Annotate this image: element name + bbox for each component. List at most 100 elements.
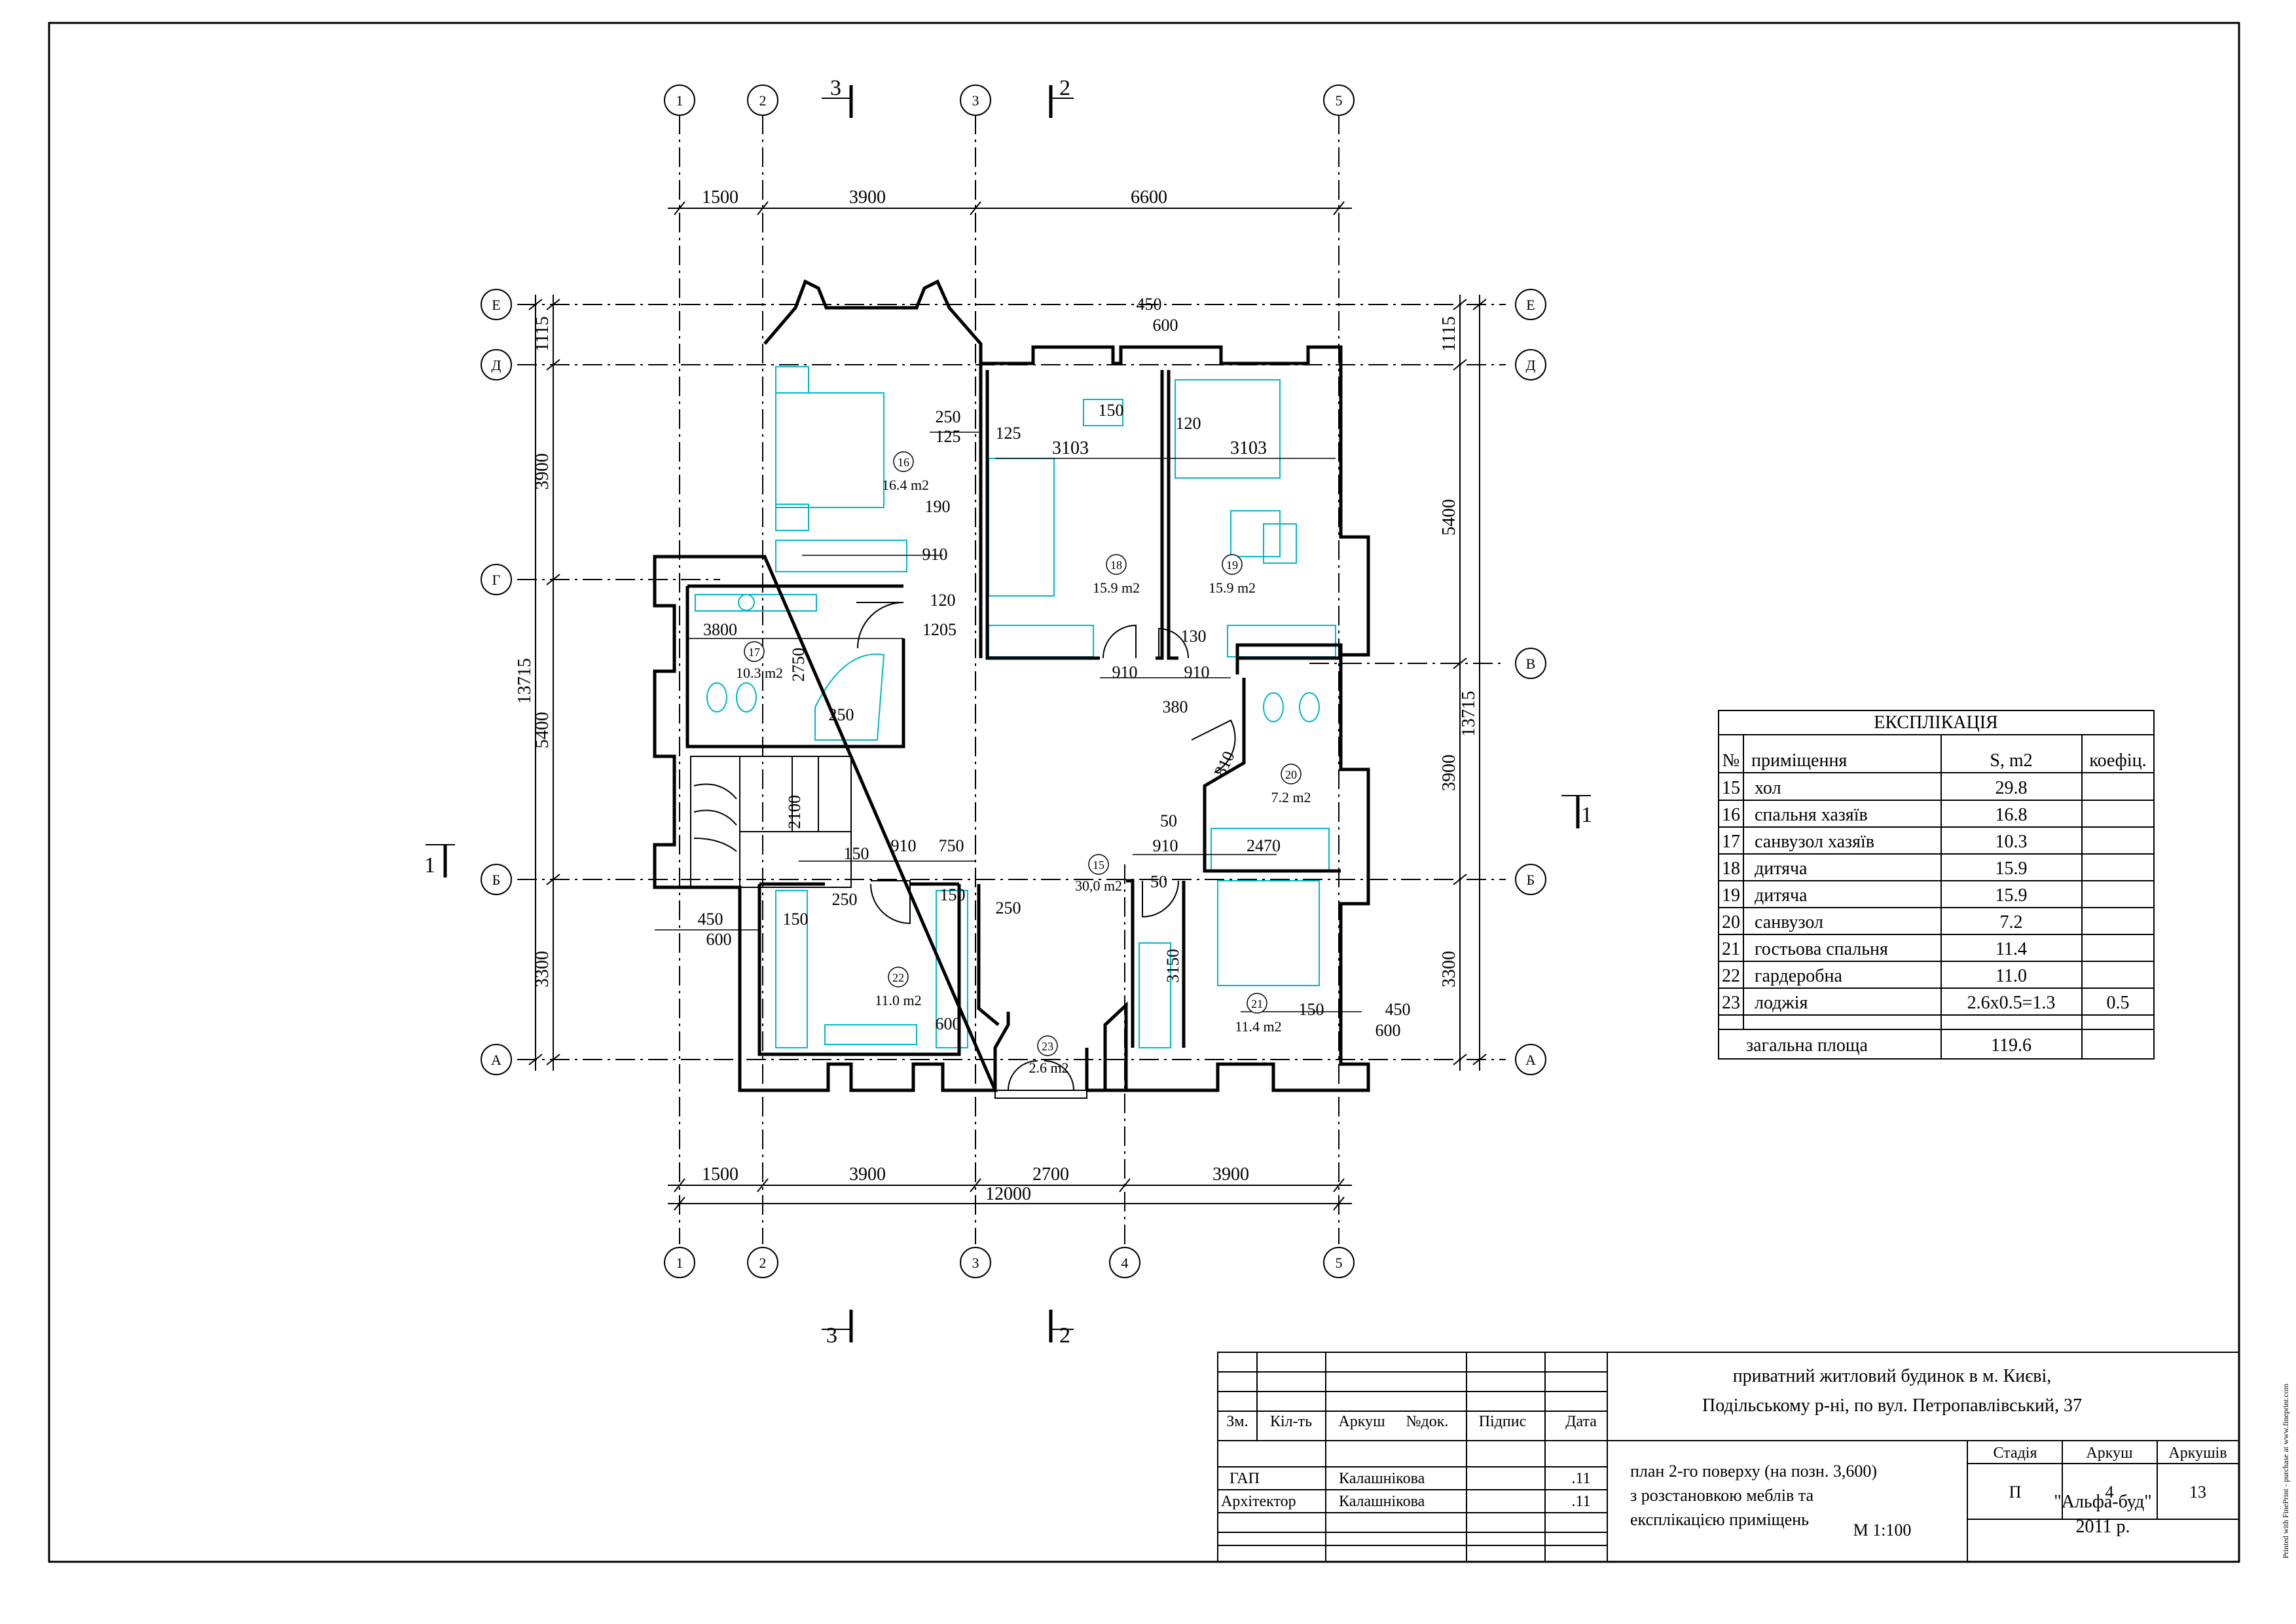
explication-cell-num: 22 bbox=[1722, 966, 1740, 986]
axis-label-E-right: Е bbox=[1526, 297, 1535, 313]
axis-label-5-top: 5 bbox=[1336, 92, 1343, 109]
staircase bbox=[690, 756, 852, 888]
dim-bottom-3: 2700 bbox=[1032, 1164, 1069, 1185]
title-block: приватний житловий будинок в м. Києві, П… bbox=[1217, 1352, 2240, 1562]
stamp-col-arkush: Аркуш bbox=[1338, 1413, 1385, 1430]
stamp-name-architect: Калашнікова bbox=[1339, 1493, 1425, 1510]
explication-header-room: приміщення bbox=[1751, 750, 1847, 771]
room-number: 15 bbox=[1093, 858, 1104, 872]
dim-inner: 750 bbox=[939, 836, 964, 855]
axis-markers-left: Е Д Г Б А bbox=[481, 289, 512, 1075]
dim-right-1: 1115 bbox=[1439, 316, 1459, 352]
stamp-col-kil: Кіл-ть bbox=[1270, 1413, 1312, 1430]
room-area: 2.6 m2 bbox=[1029, 1060, 1068, 1076]
company-year: 2011 р. bbox=[2076, 1517, 2130, 1537]
dim-inner: 190 bbox=[925, 497, 951, 516]
dim-inner: 120 bbox=[1176, 414, 1201, 433]
axis-label-2-top: 2 bbox=[759, 92, 767, 109]
explication-cell-num: 15 bbox=[1722, 778, 1740, 798]
dim-left-2: 3900 bbox=[532, 453, 553, 490]
explication-cell-room: санвузол хазяїв bbox=[1755, 832, 1874, 852]
dim-inner: 910 bbox=[891, 836, 917, 855]
explication-cell-room: дитяча bbox=[1755, 858, 1808, 879]
dim-inner: 3103 bbox=[1052, 438, 1089, 458]
dim-inner: 150 bbox=[844, 844, 869, 863]
drawing-title-line2: з розстановкою меблів та bbox=[1630, 1486, 1813, 1505]
room-19: 19 15.9 m2 bbox=[1209, 554, 1256, 596]
dim-inner: 3150 bbox=[1163, 949, 1182, 983]
stamp-role-gap: ГАП bbox=[1230, 1470, 1260, 1487]
room-area: 15.9 m2 bbox=[1093, 580, 1140, 596]
stamp-role-architect: Архітектор bbox=[1221, 1493, 1296, 1510]
room-number: 20 bbox=[1285, 768, 1297, 781]
dim-left-3: 5400 bbox=[532, 712, 553, 748]
dim-inner: 2470 bbox=[1247, 836, 1281, 855]
dim-inner: 2100 bbox=[785, 795, 804, 829]
dim-inner: 50 bbox=[1150, 872, 1167, 891]
dim-inner: 120 bbox=[930, 591, 956, 610]
stamp-name-gap: Калашнікова bbox=[1339, 1470, 1425, 1487]
section-2-bottom: 2 bbox=[1059, 1323, 1070, 1348]
axis-label-4-bottom: 4 bbox=[1121, 1255, 1129, 1271]
room-area: 7.2 m2 bbox=[1271, 789, 1311, 805]
dim-inner: 450 bbox=[1385, 1000, 1411, 1019]
axis-label-3-bottom: 3 bbox=[972, 1255, 979, 1271]
room-20: 20 7.2 m2 bbox=[1271, 764, 1311, 805]
project-title-line1: приватний житловий будинок в м. Києві, bbox=[1733, 1366, 2052, 1386]
dim-inner: 150 bbox=[1299, 1000, 1324, 1019]
room-number: 16 bbox=[898, 456, 909, 469]
dim-top-3: 6600 bbox=[1131, 187, 1167, 208]
room-number: 17 bbox=[748, 646, 760, 659]
explication-total-value: 119.6 bbox=[1991, 1035, 2032, 1056]
room-labels: 16 16.4 m2 18 15.9 m2 19 15.9 m2 17 10.3… bbox=[736, 451, 1311, 1076]
room-16: 16 16.4 m2 bbox=[882, 451, 929, 493]
doors bbox=[856, 602, 1236, 1099]
grid-axes bbox=[517, 115, 1506, 1244]
dim-bottom-4: 3900 bbox=[1212, 1164, 1249, 1185]
axis-label-1-top: 1 bbox=[676, 92, 683, 109]
explication-cell-room: санвузол bbox=[1755, 912, 1823, 932]
drawing-scale: М 1:100 bbox=[1853, 1521, 1912, 1540]
section-3-top: 3 bbox=[830, 76, 841, 100]
dim-inner: 250 bbox=[996, 898, 1021, 917]
explication-cell-area: 2.6x0.5=1.3 bbox=[1967, 993, 2056, 1013]
dim-inner: 250 bbox=[829, 705, 854, 724]
room-21: 21 11.4 m2 bbox=[1235, 993, 1282, 1035]
axis-markers-top: 1 2 3 5 bbox=[664, 84, 1355, 116]
furniture bbox=[695, 366, 1336, 1048]
room-number: 21 bbox=[1251, 997, 1263, 1010]
explication-cell-room: хол bbox=[1755, 778, 1781, 798]
dim-right-2: 5400 bbox=[1439, 499, 1459, 536]
explication-header-coef: коефіц. bbox=[2089, 750, 2146, 771]
dim-inner: 910 bbox=[1184, 663, 1210, 682]
explication-header-area: S, m2 bbox=[1990, 750, 2032, 771]
axis-markers-right: Е Д В Б А bbox=[1515, 289, 1546, 1075]
explication-cell-room: спальня хазяїв bbox=[1755, 805, 1868, 825]
room-15: 15 30,0 m2 bbox=[1075, 854, 1122, 894]
dim-bottom-total: 12000 bbox=[985, 1184, 1031, 1204]
dim-inner: 2750 bbox=[789, 648, 808, 682]
room-area: 16.4 m2 bbox=[882, 477, 929, 493]
stamp-stage-label: Стадія bbox=[1993, 1445, 2037, 1462]
dim-inner: 3103 bbox=[1230, 438, 1267, 458]
axis-label-V-right: В bbox=[1526, 655, 1536, 672]
axis-label-2-bottom: 2 bbox=[759, 1255, 767, 1271]
explication-cell-num: 21 bbox=[1722, 939, 1740, 959]
project-title-line2: Подільському р-ні, по вул. Петропавлівсь… bbox=[1702, 1395, 2082, 1416]
stamp-sheet-label: Аркуш bbox=[2086, 1445, 2133, 1462]
explication-total-label: загальна площа bbox=[1746, 1035, 1868, 1056]
axis-label-E-left: Е bbox=[492, 297, 500, 313]
explication-cell-area: 7.2 bbox=[2000, 912, 2023, 932]
dim-inner: 125 bbox=[996, 424, 1021, 443]
drawing-title-line1: план 2-го поверху (на позн. 3,600) bbox=[1630, 1462, 1877, 1481]
room-area: 10.3 m2 bbox=[736, 665, 783, 681]
dim-inner: 810 bbox=[1211, 748, 1239, 780]
axis-label-D-right: Д bbox=[1525, 357, 1535, 373]
dim-bottom-2: 3900 bbox=[849, 1164, 886, 1185]
dim-inner: 600 bbox=[936, 1014, 961, 1033]
dim-inner: 250 bbox=[832, 890, 858, 909]
axis-label-5-bottom: 5 bbox=[1336, 1255, 1343, 1271]
fineprint-note: Printed with FinePrint - purchase at www… bbox=[2281, 1383, 2290, 1559]
axis-label-B-left: Б bbox=[492, 872, 501, 888]
